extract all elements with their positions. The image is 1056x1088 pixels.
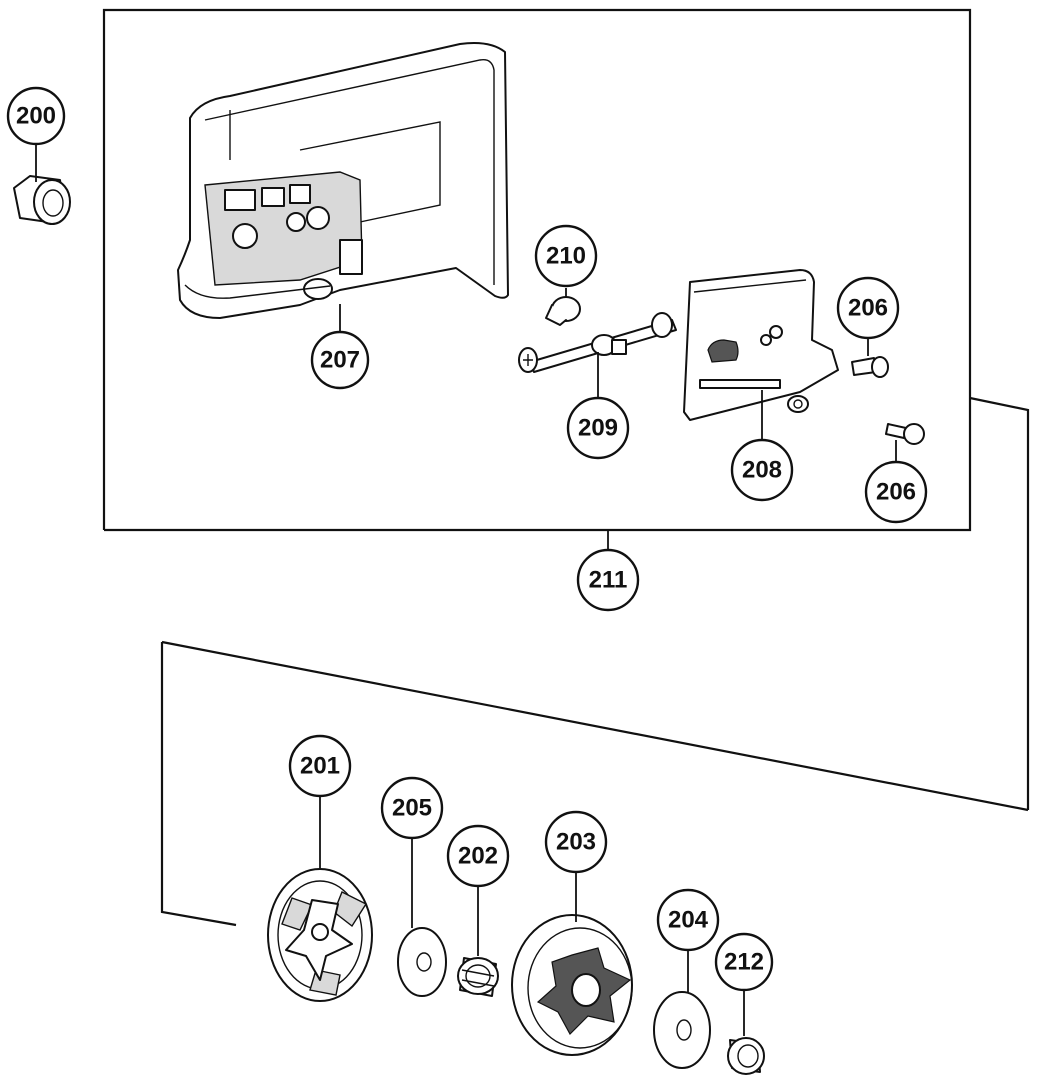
callout-label: 202 (458, 843, 498, 870)
callout-label: 209 (578, 415, 618, 442)
callout-203: 203 (544, 810, 608, 874)
callout-208: 208 (730, 438, 794, 502)
callout-label: 200 (16, 103, 56, 130)
callout-label: 212 (724, 949, 764, 976)
callout-209: 209 (566, 396, 630, 460)
callout-label: 203 (556, 829, 596, 856)
screw-part-upper (851, 356, 889, 378)
callout-201: 201 (288, 734, 352, 798)
clutch-group-frame (160, 396, 1030, 927)
callout-label: 211 (589, 567, 628, 594)
washer-part-204 (653, 991, 711, 1069)
callout-label: 208 (742, 457, 782, 484)
callout-label: 201 (300, 753, 340, 780)
callout-205: 205 (380, 776, 444, 840)
collar-part (727, 1037, 765, 1075)
washer-part-205 (397, 927, 447, 997)
callout-label: 206 (876, 479, 916, 506)
callout-label: 204 (668, 907, 709, 934)
callout-207: 207 (310, 330, 370, 390)
leader-lines (35, 144, 897, 1036)
plug-part (545, 296, 581, 326)
callout-206-upper: 206 (836, 276, 900, 340)
callout-204: 204 (656, 888, 720, 952)
flange-nut-part (13, 175, 71, 225)
callout-210: 210 (534, 224, 598, 288)
callout-label: 210 (546, 243, 586, 270)
chain-guide-plate-part (683, 269, 839, 421)
chain-tensioner-part (518, 312, 677, 373)
callout-label: 206 (848, 295, 888, 322)
callout-202: 202 (446, 824, 510, 888)
screw-part-lower (885, 423, 925, 445)
callout-label: 205 (392, 795, 432, 822)
sprocket-cover-part (177, 42, 509, 319)
clutch-drum-part (511, 914, 633, 1056)
assembly-frame (102, 8, 972, 532)
callout-label: 207 (320, 347, 360, 374)
callout-206-lower: 206 (864, 460, 928, 524)
clutch-assembly-part (267, 868, 373, 1002)
callout-200: 200 (6, 86, 66, 146)
callout-212: 212 (714, 932, 774, 992)
callout-211: 211 (576, 548, 640, 612)
needle-bearing-part (457, 957, 499, 997)
